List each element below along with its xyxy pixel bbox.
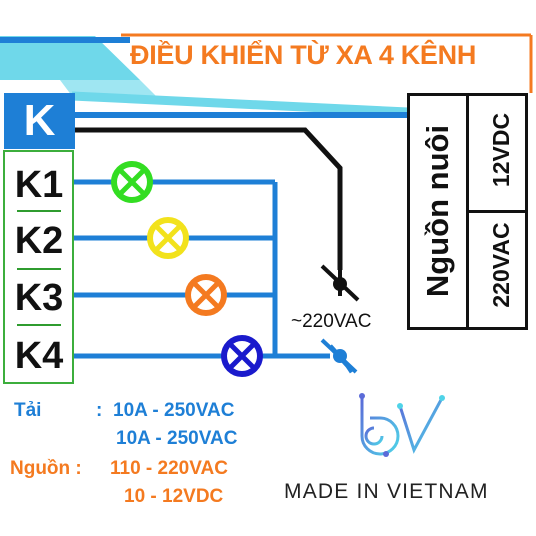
lamp-icon — [111, 161, 153, 203]
channel-divider — [17, 268, 61, 270]
psu-ac-label: 220VAC — [488, 222, 514, 308]
diagram-title: ĐIỀU KHIỂN TỪ XA 4 KÊNH — [130, 40, 477, 70]
lamp-icon — [147, 217, 189, 259]
decor-stripe-blue-2 — [71, 91, 409, 117]
power-rating-2: 10 - 12VDC — [124, 486, 224, 507]
psu-label: Nguồn nuôi — [420, 124, 455, 298]
load-rating-1: 10A - 250VAC — [113, 400, 235, 421]
lamp-icon — [185, 274, 227, 316]
channel-label-k3: K3 — [14, 277, 64, 319]
brand-logo-icon — [359, 393, 445, 457]
load-label: Tải — [14, 400, 42, 421]
switch-icon — [320, 338, 358, 374]
channel-label-k1: K1 — [14, 164, 64, 206]
load-separator: : — [96, 400, 103, 421]
power-label: Nguồn : — [10, 458, 82, 479]
psu-divider — [469, 210, 525, 213]
power-supply-box: Nguồn nuôi 12VDC 220VAC — [407, 93, 528, 330]
psu-divider — [466, 96, 469, 327]
psu-dc-label: 12VDC — [488, 112, 514, 188]
channel-label-k4: K4 — [14, 335, 64, 377]
switch-icon — [320, 264, 360, 302]
channel-list: K1 K2 K3 K4 — [3, 150, 74, 384]
load-rating-2: 10A - 250VAC — [116, 428, 238, 449]
channel-main-badge: K — [4, 93, 75, 149]
made-in-label: MADE IN VIETNAM — [284, 480, 489, 503]
decor-stripe-light — [0, 36, 140, 80]
channel-label-k2: K2 — [14, 220, 64, 262]
lamp-icon — [221, 335, 263, 377]
power-rating-1: 110 - 220VAC — [110, 458, 228, 479]
ac-input-label: ~220VAC — [291, 311, 372, 332]
channel-divider — [17, 324, 61, 326]
channel-divider — [17, 210, 61, 212]
ac-live-wire — [75, 127, 343, 270]
